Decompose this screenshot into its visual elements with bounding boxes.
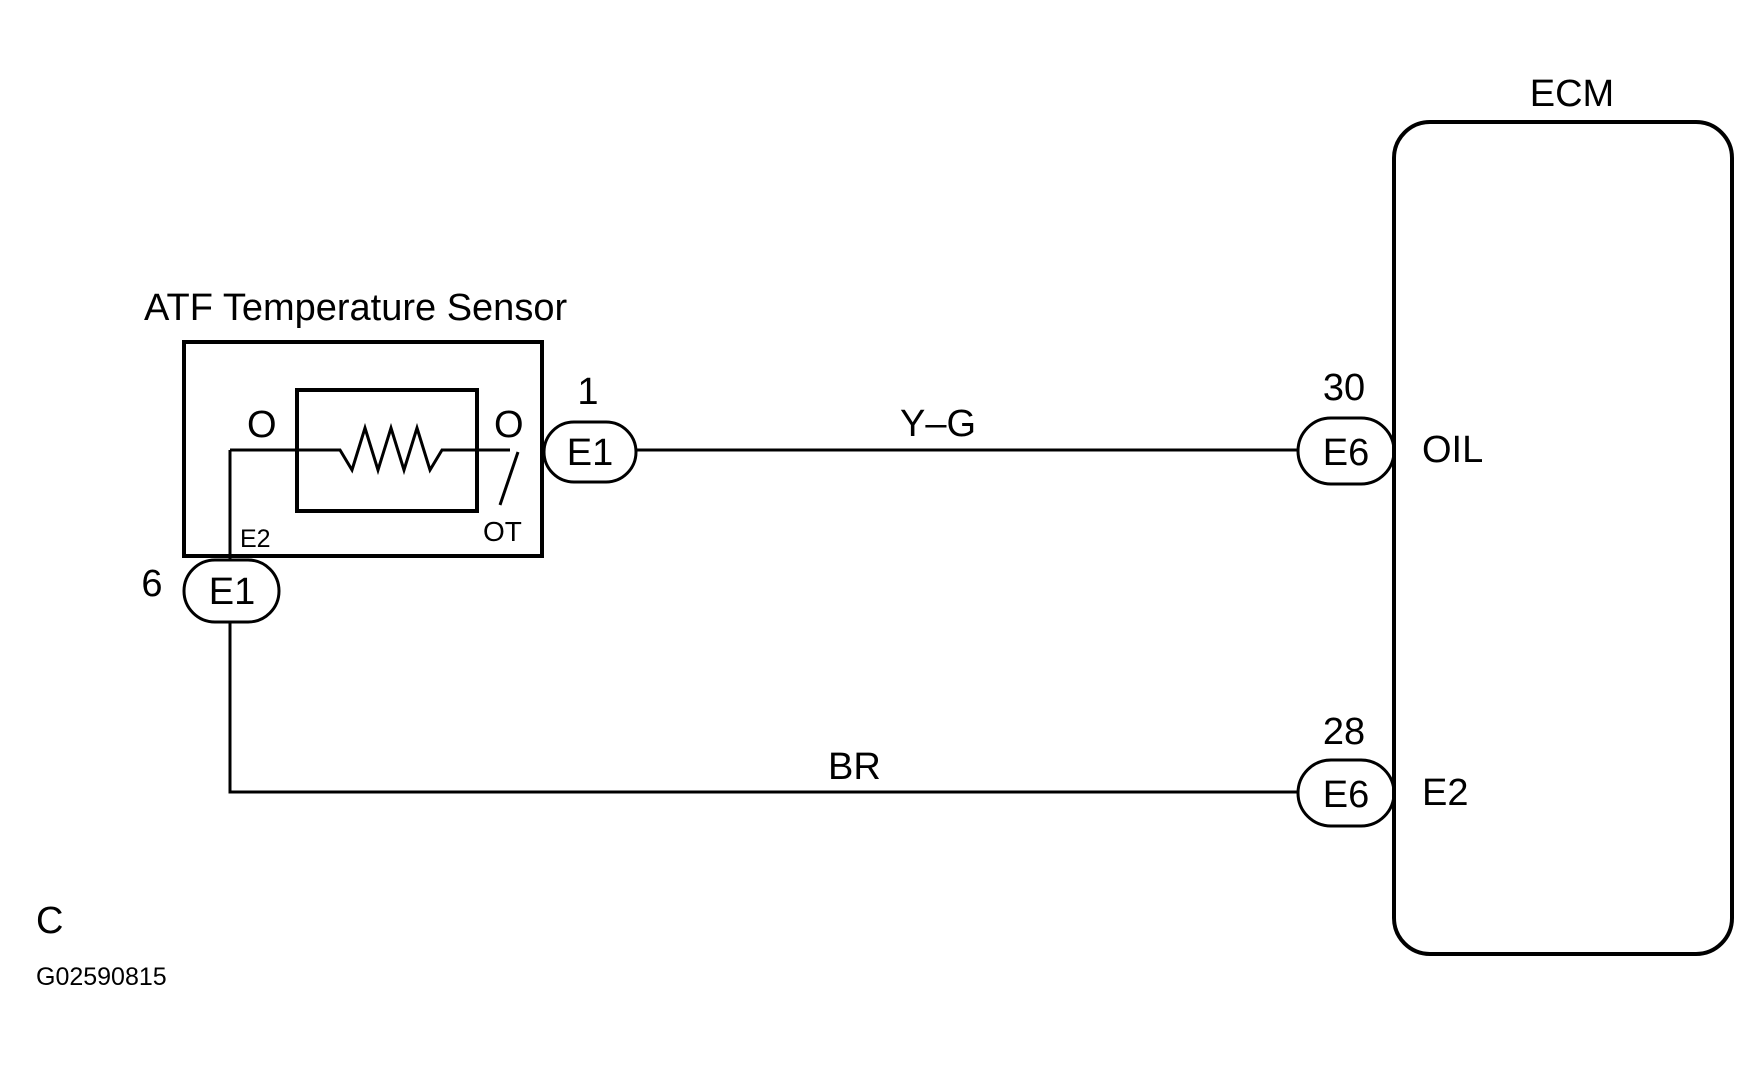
connector-ecm-ground-pin: 28: [1323, 711, 1365, 753]
connector-sensor-signal-pin: 1: [577, 371, 598, 413]
sensor-left-terminal-mark: O: [247, 404, 277, 446]
ecm-title: ECM: [1530, 73, 1614, 115]
connector-ecm-ground-id: E6: [1323, 774, 1369, 816]
code-letter: C: [36, 900, 63, 942]
connector-sensor-signal-id: E1: [567, 432, 613, 474]
connector-sensor-signal: E1 1: [542, 371, 638, 484]
sensor-title: ATF Temperature Sensor: [144, 287, 567, 329]
connector-ecm-signal: E6 30: [1296, 367, 1396, 486]
sensor-housing: [182, 340, 544, 558]
signal-wire-color: Y–G: [900, 403, 976, 445]
figure-id: G02590815: [36, 963, 167, 991]
ecm-ground-terminal: E2: [1422, 772, 1468, 814]
connector-sensor-signal-shape: [542, 420, 638, 484]
ecm-box: [1392, 120, 1734, 956]
connector-sensor-ground: E1 6: [141, 558, 281, 624]
connector-ecm-signal-pin: 30: [1323, 367, 1365, 409]
ground-wire-color: BR: [828, 746, 881, 788]
connector-ecm-ground: E6 28: [1296, 711, 1396, 828]
ot-terminal-tick: [498, 451, 520, 506]
ground-wire: [228, 622, 1298, 794]
sensor-ground-terminal-label: E2: [240, 525, 271, 553]
connector-ecm-signal-id: E6: [1323, 432, 1369, 474]
connector-sensor-ground-id: E1: [209, 571, 255, 613]
connector-sensor-ground-shape: [182, 558, 281, 624]
sensor-signal-terminal-label: OT: [483, 516, 522, 547]
connector-sensor-ground-pin: 6: [141, 563, 162, 605]
sensor-right-terminal-mark: O: [494, 404, 524, 446]
thermistor-resistor: [230, 422, 510, 476]
ecm-signal-terminal: OIL: [1422, 429, 1483, 471]
